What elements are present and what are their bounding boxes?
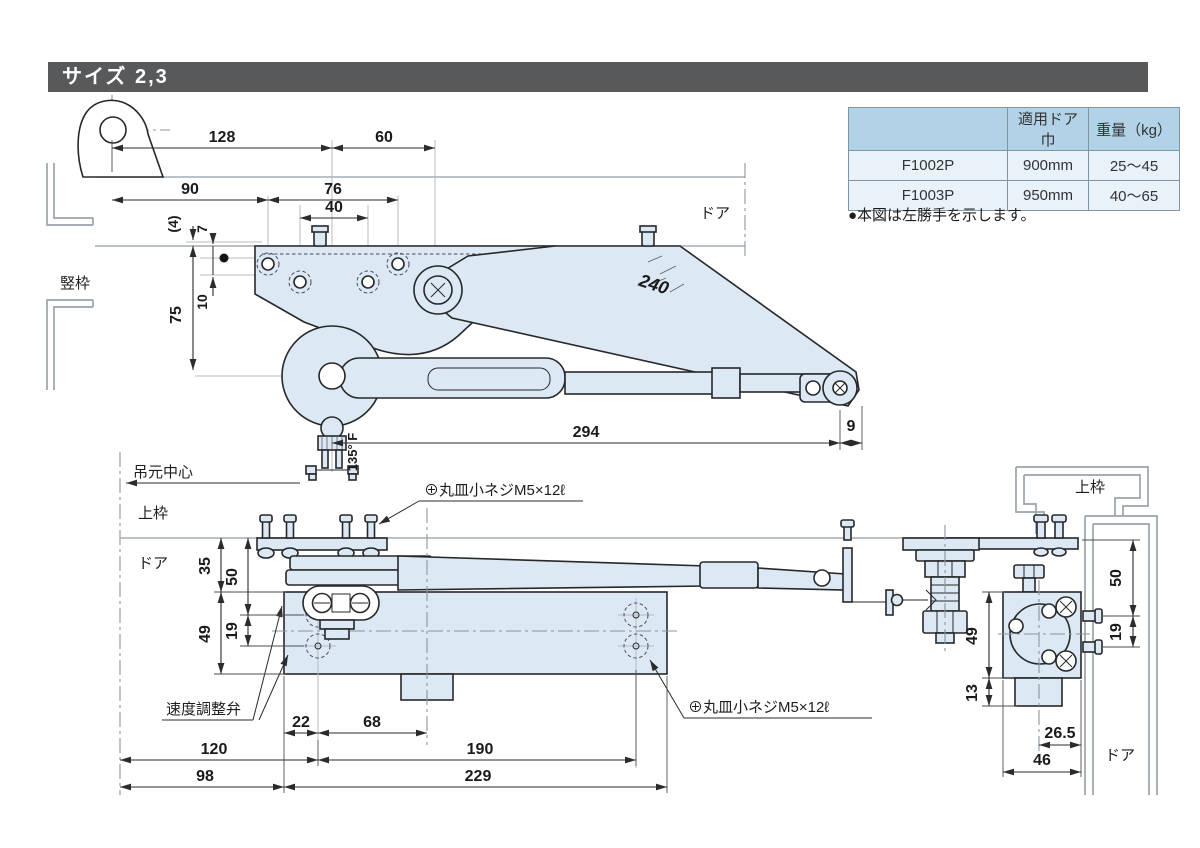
dim-229: 229 — [465, 768, 492, 785]
arm-end-bolt-side — [1013, 564, 1045, 593]
plan-dimensions: 128 60 90 76 40 (4) 7 10 75 294 9 — [111, 129, 863, 450]
arm-bracket-lug — [77, 99, 165, 178]
screw-callout-top: ⊕丸皿小ネジM5×12ℓ — [424, 482, 565, 499]
dim-120: 120 — [201, 741, 228, 758]
door-width-cell: 950mm — [1007, 180, 1089, 211]
dim-22: 22 — [292, 714, 310, 731]
speed-valve-leader — [252, 605, 283, 721]
arm-front — [285, 519, 894, 616]
dim-19: 19 — [224, 622, 241, 640]
spec-col-door-width: 適用ドア巾 — [1007, 107, 1089, 151]
dim-68: 68 — [363, 714, 381, 731]
dim-190: 190 — [467, 741, 494, 758]
screw-callout-top-leader — [378, 500, 420, 525]
dim-49: 49 — [197, 625, 214, 643]
dim-side-46: 46 — [1033, 752, 1051, 769]
plan-view: 竪枠 240 — [46, 95, 863, 481]
hinge-center-label: 吊元中心 — [133, 464, 193, 481]
top-frame-label: 上枠 — [138, 505, 168, 522]
front-bottom-dimensions: 22 68 120 190 98 229 — [120, 670, 668, 793]
pinion-assembly — [302, 585, 380, 640]
front-left-dimensions: 35 50 49 19 — [197, 538, 304, 675]
dim-side-26-5: 26.5 — [1044, 725, 1075, 742]
stop-angle-mark: 135° F — [345, 433, 360, 472]
through-bolt — [1082, 608, 1103, 624]
spec-table: 適用ドア巾 重量（kg） F1002P 900mm 25～45 F1003P 9… — [848, 107, 1180, 211]
arm-pivot-stack — [890, 525, 980, 652]
dim-128: 128 — [209, 129, 236, 146]
speed-valve-leader — [258, 654, 289, 721]
section-title: サイズ 2,3 — [62, 66, 169, 88]
phillips-screw — [1055, 650, 1077, 672]
door-width-cell: 900mm — [1007, 150, 1089, 181]
body-hole — [1008, 618, 1024, 634]
dim-4: (4) — [165, 215, 181, 232]
dim-10: 10 — [194, 294, 210, 310]
side-view: 上枠 — [890, 466, 1158, 795]
dim-98: 98 — [196, 768, 214, 785]
jamb-profile — [46, 163, 94, 390]
door-profile — [1084, 515, 1158, 795]
dim-side-13: 13 — [964, 684, 981, 702]
spec-col-model — [848, 107, 1008, 151]
jamb-label: 竪枠 — [60, 275, 90, 292]
front-view: 吊元中心 上枠 ドア — [119, 452, 1046, 795]
spec-col-weight: 重量（kg） — [1088, 107, 1180, 151]
spec-row-f1002p: F1002P 900mm 25～45 — [848, 150, 1180, 181]
elbow-screw — [413, 265, 463, 315]
model-cell: F1003P — [848, 180, 1008, 211]
dim-35: 35 — [197, 557, 214, 575]
body-hole — [1041, 603, 1057, 619]
dim-7: 7 — [194, 225, 210, 233]
handedness-note: ●本図は左勝手を示します。 — [848, 207, 1036, 224]
door-label-front: ドア — [138, 555, 168, 572]
dim-75: 75 — [168, 306, 185, 324]
weight-cell: 40～65 — [1088, 180, 1180, 211]
screw-callout-bottom: ⊕丸皿小ネジM5×12ℓ — [688, 699, 829, 716]
body-hole — [1041, 649, 1057, 665]
dim-9: 9 — [847, 418, 856, 435]
dim-60: 60 — [375, 129, 393, 146]
section-title-bar: サイズ 2,3 — [48, 62, 1148, 92]
mounting-plate-front — [256, 537, 388, 551]
through-bolt — [1082, 639, 1103, 655]
dim-76: 76 — [324, 181, 342, 198]
spec-row-f1003p: F1003P 950mm 40～65 — [848, 180, 1180, 211]
reference-dot — [219, 253, 229, 263]
fixing-bolt — [639, 225, 657, 247]
speed-valve-label: 速度調整弁 — [166, 701, 241, 718]
door-label-plan: ドア — [700, 205, 730, 222]
plate-holes — [256, 252, 410, 294]
cast-texture — [647, 255, 685, 293]
top-frame-label-side: 上枠 — [1075, 479, 1105, 496]
plate-bolts-side — [1033, 514, 1067, 557]
dim-50: 50 — [224, 568, 241, 586]
fixing-bolt — [311, 225, 329, 247]
model-cell: F1002P — [848, 150, 1008, 181]
plate-bolts — [257, 514, 380, 559]
phillips-screw — [1055, 596, 1077, 618]
arm-end-pivot — [822, 370, 858, 406]
dim-40: 40 — [325, 199, 343, 216]
spec-table-header-row: 適用ドア巾 重量（kg） — [848, 107, 1180, 151]
weight-cell: 25～45 — [1088, 150, 1180, 181]
dim-side-49: 49 — [964, 627, 981, 645]
dim-294: 294 — [573, 424, 600, 441]
side-dimensions: 50 19 49 13 26.5 46 — [964, 539, 1140, 777]
pivot-hole — [318, 362, 346, 390]
dim-90: 90 — [181, 181, 199, 198]
door-label-side: ドア — [1105, 747, 1135, 764]
dim-side-50: 50 — [1108, 569, 1125, 587]
dim-side-19: 19 — [1108, 623, 1125, 641]
main-arm — [429, 245, 860, 407]
